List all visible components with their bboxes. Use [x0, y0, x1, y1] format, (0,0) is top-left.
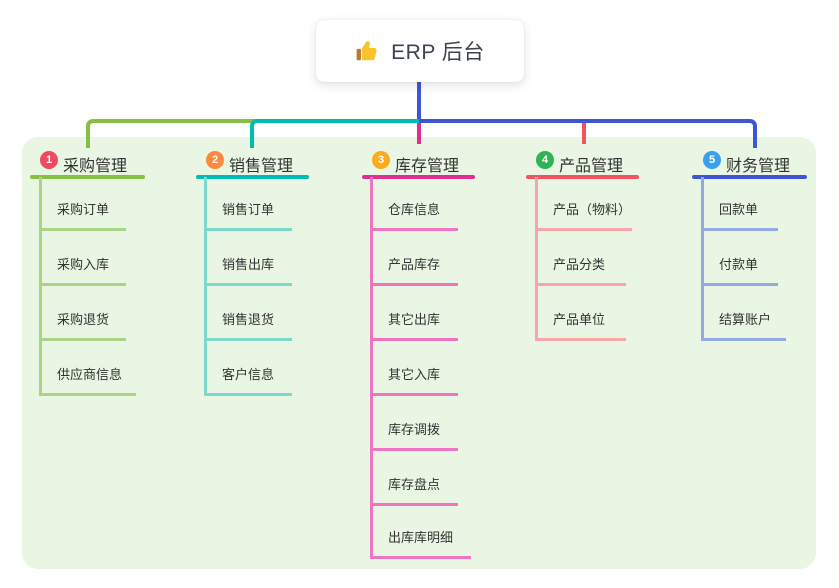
branch-5-child-connector: [701, 177, 704, 341]
branch-node-inventory[interactable]: 库存管理: [395, 158, 460, 175]
thumbs-up-icon: [355, 38, 381, 64]
branch-1-badge: 1: [40, 151, 58, 169]
child-node-stock-count[interactable]: 库存盘点: [370, 475, 458, 506]
child-node-sales-order[interactable]: 销售订单: [204, 200, 292, 231]
connector-bus-teal: [250, 119, 425, 148]
child-node-supplier-info[interactable]: 供应商信息: [39, 365, 136, 396]
child-node-other-inbound[interactable]: 其它入库: [370, 365, 458, 396]
child-node-warehouse-info[interactable]: 仓库信息: [370, 200, 458, 231]
root-node[interactable]: ERP 后台: [316, 20, 524, 82]
branch-4-underline: [526, 175, 639, 179]
child-node-settlement-account[interactable]: 结算账户: [701, 310, 786, 341]
child-node-outbound-detail[interactable]: 出库库明细: [370, 528, 471, 559]
branch-node-finance[interactable]: 财务管理: [726, 158, 791, 175]
map-background: [22, 137, 816, 569]
child-node-product-stock[interactable]: 产品库存: [370, 255, 458, 286]
child-node-other-outbound[interactable]: 其它出库: [370, 310, 458, 341]
connector-drop-product: [582, 123, 586, 144]
child-node-product-category[interactable]: 产品分类: [535, 255, 626, 286]
connector-bus-green: [86, 119, 258, 148]
child-node-stock-transfer[interactable]: 库存调拨: [370, 420, 458, 451]
branch-5-badge: 5: [703, 151, 721, 169]
branch-1-child-connector: [39, 177, 42, 396]
child-node-sales-return[interactable]: 销售退货: [204, 310, 292, 341]
branch-1-underline: [30, 175, 145, 179]
branch-node-product[interactable]: 产品管理: [559, 158, 624, 175]
child-node-customer-info[interactable]: 客户信息: [204, 365, 292, 396]
connector-drop-inventory: [417, 123, 421, 144]
child-node-sales-outbound[interactable]: 销售出库: [204, 255, 292, 286]
branch-2-underline: [196, 175, 309, 179]
child-node-payment-bill[interactable]: 付款单: [701, 255, 778, 286]
child-node-purchase-inbound[interactable]: 采购入库: [39, 255, 126, 286]
root-node-label: ERP 后台: [391, 41, 485, 64]
child-node-receipt-bill[interactable]: 回款单: [701, 200, 778, 231]
branch-4-child-connector: [535, 177, 538, 341]
branch-5-underline: [692, 175, 807, 179]
branch-node-sales[interactable]: 销售管理: [229, 158, 294, 175]
branch-3-child-connector: [370, 177, 373, 559]
connector-bus-blue: [419, 119, 757, 148]
branch-4-badge: 4: [536, 151, 554, 169]
branch-3-underline: [362, 175, 475, 179]
connector-root-vertical: [417, 81, 421, 121]
branch-2-child-connector: [204, 177, 207, 396]
child-node-product-material[interactable]: 产品（物料）: [535, 200, 632, 231]
branch-node-purchase[interactable]: 采购管理: [63, 158, 128, 175]
child-node-purchase-return[interactable]: 采购退货: [39, 310, 126, 341]
child-node-purchase-order[interactable]: 采购订单: [39, 200, 126, 231]
branch-3-badge: 3: [372, 151, 390, 169]
child-node-product-unit[interactable]: 产品单位: [535, 310, 626, 341]
branch-2-badge: 2: [206, 151, 224, 169]
